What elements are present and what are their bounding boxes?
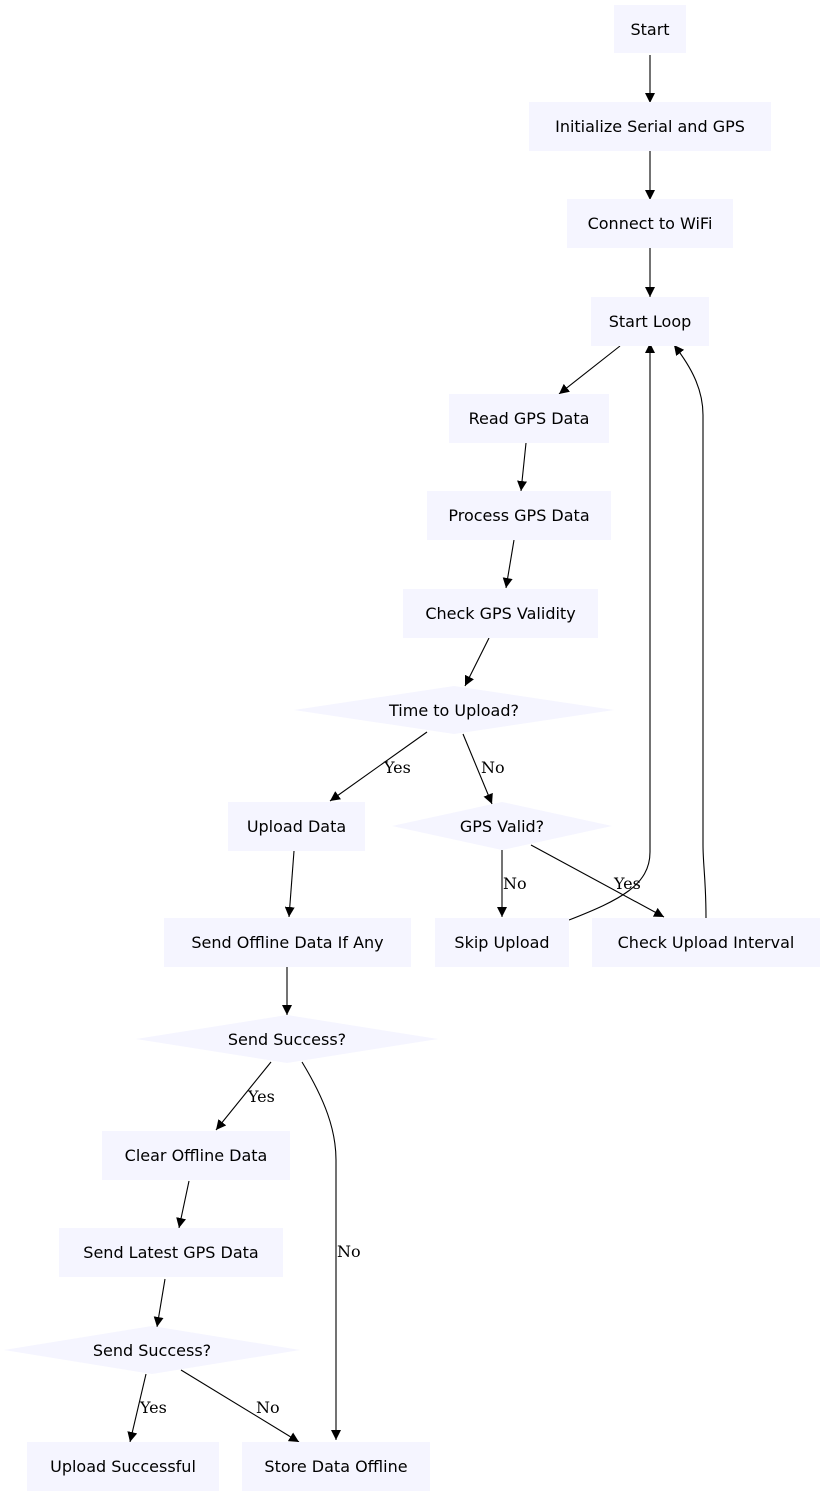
- node-process-gps-data[interactable]: Process GPS Data: [427, 491, 611, 540]
- edge-time-to-gpsvalid-no: [462, 733, 493, 805]
- node-initialize-serial-gps[interactable]: Initialize Serial and GPS: [529, 102, 771, 151]
- edge-label-success1-yes: Yes: [248, 1087, 275, 1106]
- node-check-upload-interval[interactable]: Check Upload Interval: [592, 918, 820, 967]
- node-start-loop[interactable]: Start Loop: [591, 297, 709, 346]
- edge-label-valid-yes: Yes: [614, 874, 641, 893]
- node-store-data-offline[interactable]: Store Data Offline: [242, 1442, 430, 1491]
- edge-upload-to-offline: [284, 850, 295, 918]
- edge-label-valid-no: No: [503, 874, 527, 893]
- edge-label-success1-no: No: [337, 1242, 361, 1261]
- edge-validity-to-time: [464, 637, 490, 687]
- edge-read-to-process: [517, 442, 528, 492]
- node-read-gps-data[interactable]: Read GPS Data: [449, 394, 609, 443]
- edge-gpsvalid-to-interval-yes: [530, 844, 665, 918]
- edge-loop-to-read: [558, 345, 621, 395]
- node-send-latest-gps-data[interactable]: Send Latest GPS Data: [59, 1228, 283, 1277]
- edge-skip-to-loop: [568, 343, 655, 921]
- node-clear-offline-data[interactable]: Clear Offline Data: [102, 1131, 290, 1180]
- node-upload-successful[interactable]: Upload Successful: [27, 1442, 219, 1491]
- edge-clear-to-latest: [176, 1180, 190, 1229]
- edge-success1-to-store-no: [301, 1061, 341, 1440]
- edge-process-to-validity: [502, 539, 515, 589]
- edge-label-upload-no: No: [481, 758, 505, 777]
- edge-time-to-upload-yes: [329, 731, 428, 802]
- edge-success2-to-successful-yes: [127, 1373, 147, 1443]
- node-send-offline-data[interactable]: Send Offline Data If Any: [164, 918, 411, 967]
- edge-label-upload-yes: Yes: [384, 758, 411, 777]
- node-check-gps-validity[interactable]: Check GPS Validity: [403, 589, 598, 638]
- node-connect-wifi[interactable]: Connect to WiFi: [567, 199, 733, 248]
- node-upload-data[interactable]: Upload Data: [228, 802, 365, 851]
- edge-success1-to-clear-yes: [215, 1061, 272, 1131]
- node-skip-upload[interactable]: Skip Upload: [435, 918, 569, 967]
- edge-label-success2-no: No: [256, 1398, 280, 1417]
- edge-interval-to-loop: [673, 344, 707, 919]
- edge-latest-to-success2: [153, 1278, 166, 1328]
- node-start[interactable]: Start: [614, 5, 686, 53]
- edge-success2-to-store-no: [180, 1369, 300, 1443]
- edge-label-success2-yes: Yes: [140, 1398, 167, 1417]
